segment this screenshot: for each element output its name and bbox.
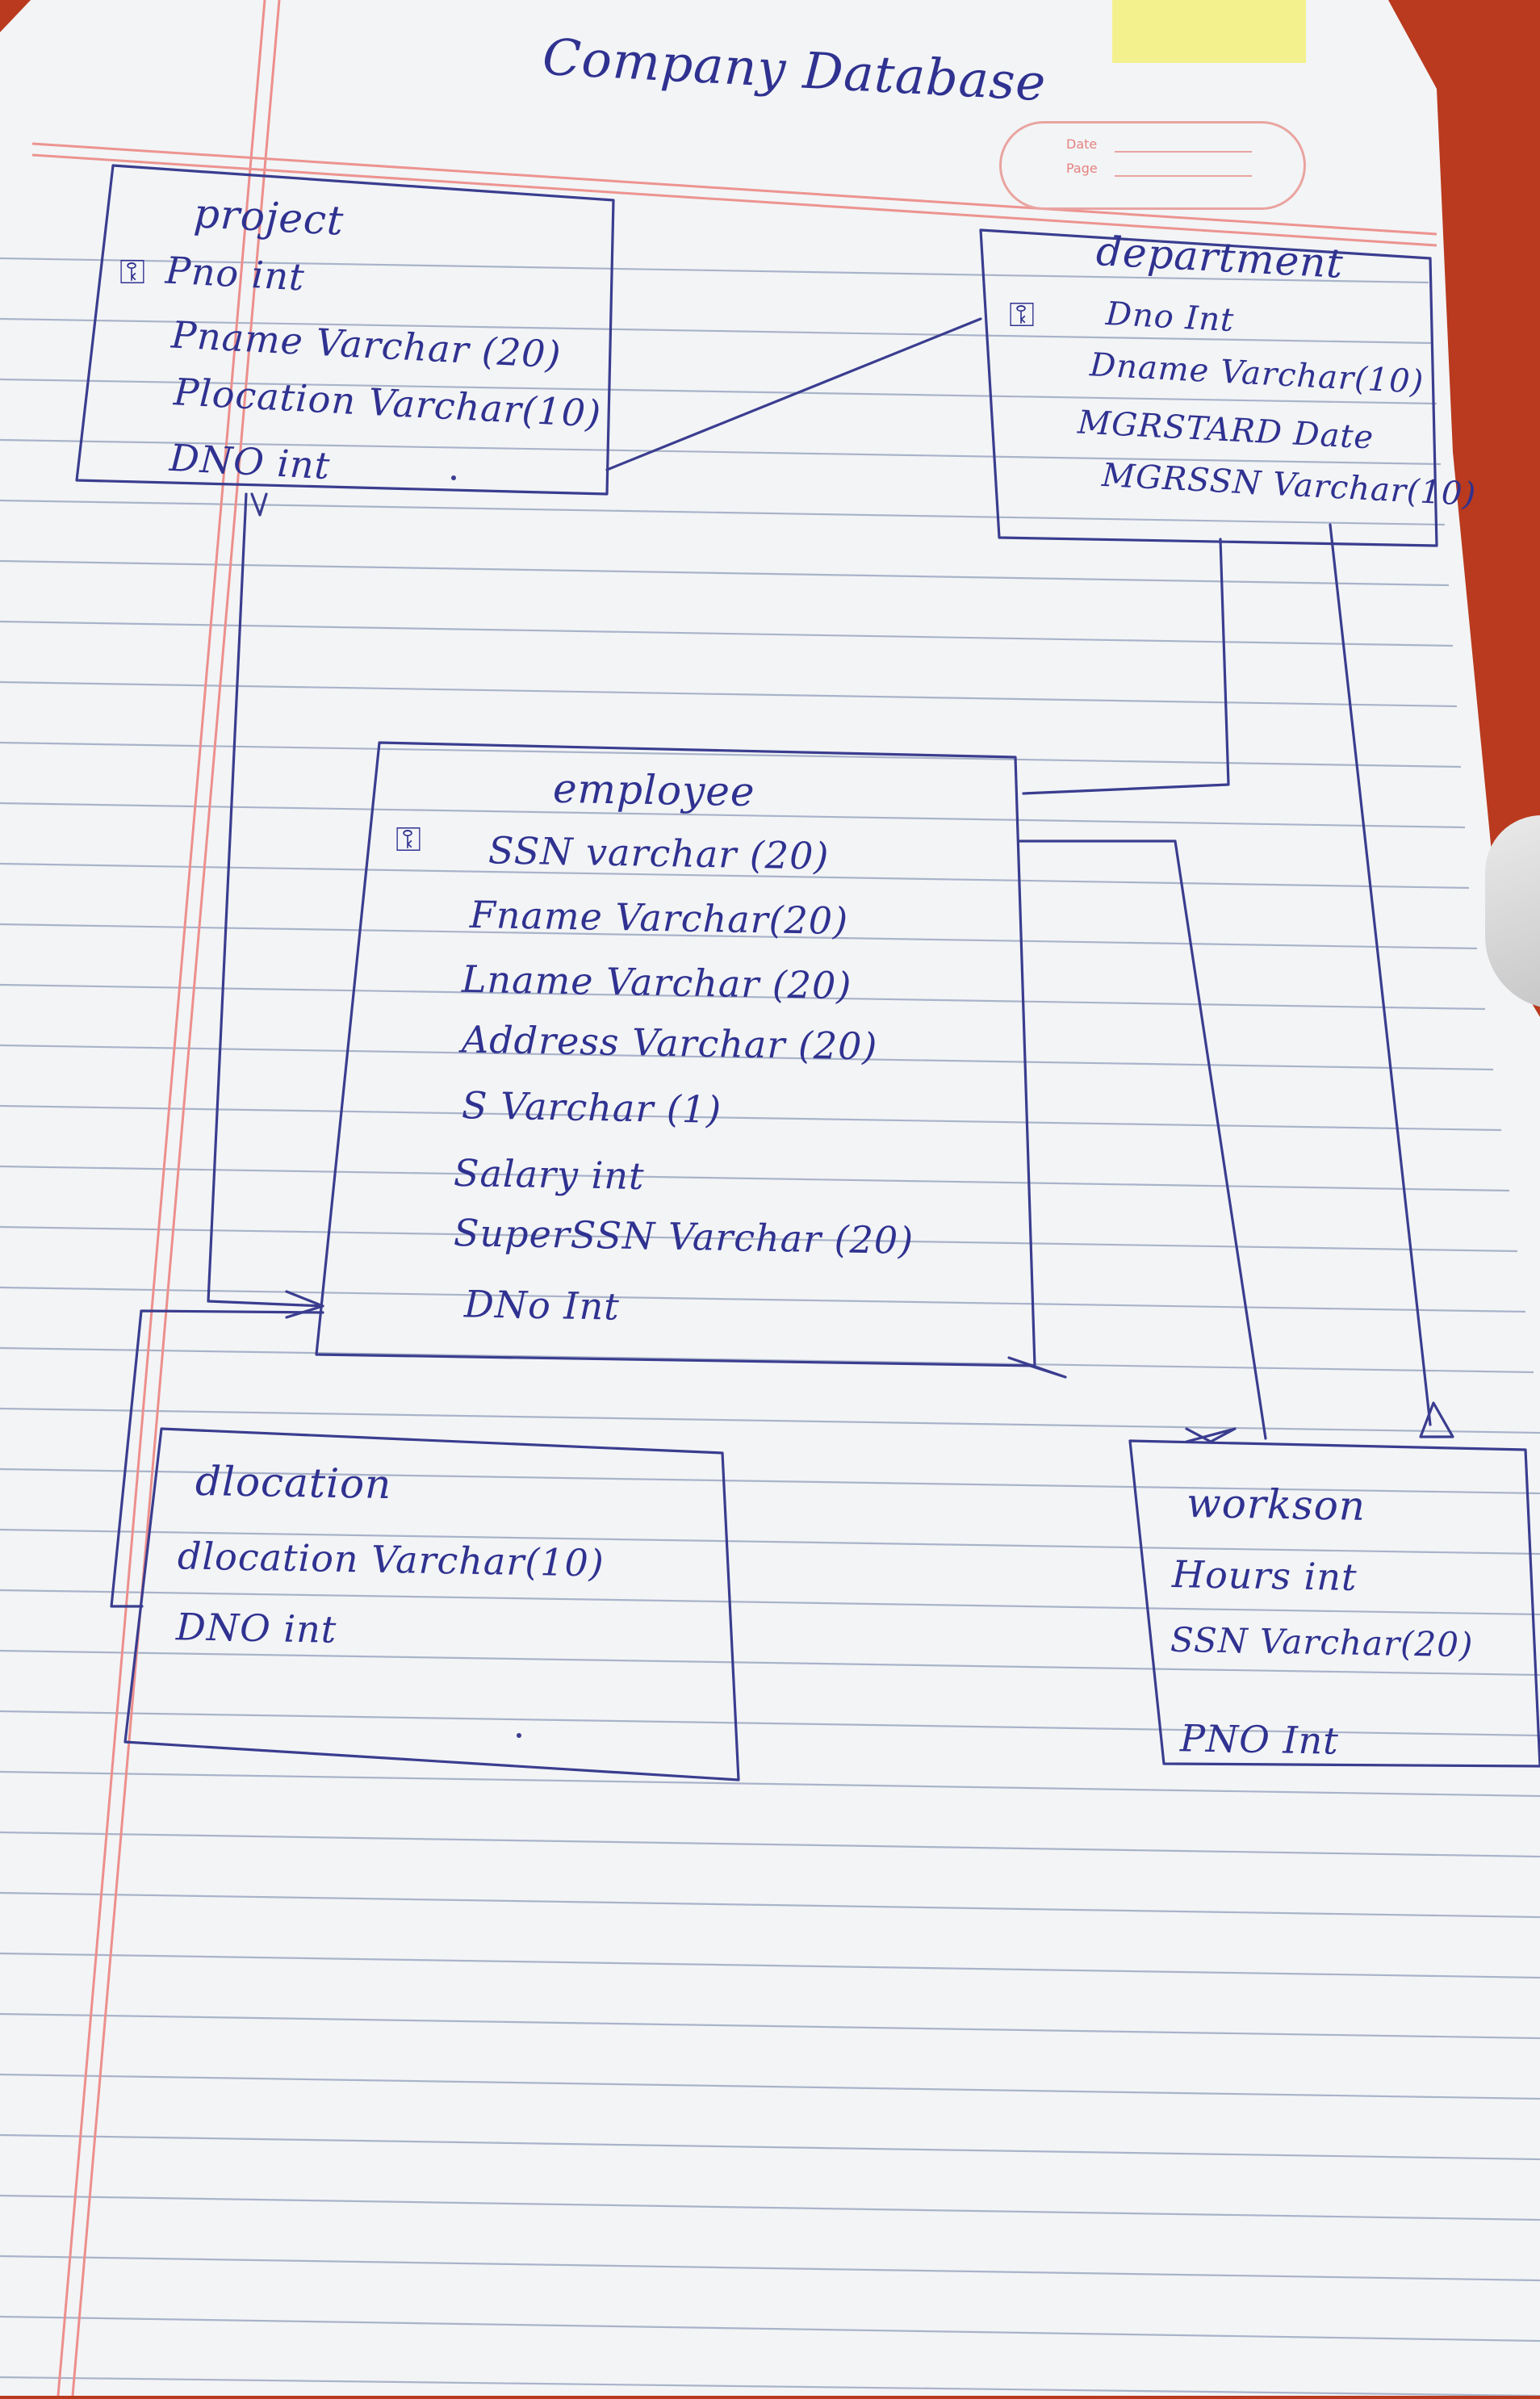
workson-table-box (1128, 1439, 1540, 1768)
relation-department-workson (1329, 523, 1432, 1426)
project-table-box (75, 164, 615, 496)
dlocation-table-name: dlocation (195, 1457, 392, 1509)
ruled-lines (0, 257, 1540, 2397)
department-field: Dno Int (1104, 295, 1236, 340)
stamp-line (1115, 175, 1252, 177)
workson-field: SSN Varchar(20) (1170, 1619, 1474, 1665)
relation-employee-workson (1017, 839, 1267, 1440)
dlocation-field: DNO int (175, 1605, 337, 1652)
workson-field: PNO Int (1179, 1716, 1340, 1763)
project-field: DNO int (168, 435, 332, 488)
stamp-line (1115, 151, 1252, 153)
employee-field: Lname Varchar (20) (461, 957, 852, 1008)
stamp-date-label: Date (1066, 136, 1098, 152)
er-diagram (75, 164, 1540, 1781)
employee-field: SSN varchar (20) (488, 828, 830, 878)
project-field: Pno int (164, 248, 307, 299)
project-table-name: project (192, 190, 345, 245)
date-page-stamp: Date Page (999, 121, 1306, 210)
department-table-box (979, 228, 1438, 547)
relation-department-employee (1022, 538, 1230, 795)
employee-field: Address Varchar (20) (461, 1017, 878, 1069)
employee-field: Salary int (453, 1150, 645, 1199)
primary-key-icon: ⚿ (119, 252, 145, 291)
stamp-page-label: Page (1066, 161, 1098, 176)
employee-table-name: employee (552, 764, 756, 816)
relation-project-department (605, 317, 982, 471)
employee-field: DNo Int (463, 1282, 621, 1329)
dlocation-field: dlocation Varchar(10) (177, 1534, 605, 1585)
margin-line (56, 0, 266, 2397)
employee-field: S Varchar (1) (461, 1083, 722, 1132)
relation-project-employee (207, 492, 324, 1308)
employee-field: SuperSSN Varchar (20) (453, 1211, 914, 1262)
workson-table-name: workson (1186, 1480, 1366, 1530)
employee-field: Fname Varchar(20) (469, 892, 849, 944)
header-line (31, 142, 1437, 236)
workson-field: Hours int (1171, 1552, 1358, 1599)
primary-key-icon: ⚿ (1009, 295, 1035, 334)
relation-employee-dlocation (110, 1309, 324, 1608)
sticky-note (1112, 0, 1306, 63)
dlocation-table-box (123, 1427, 740, 1781)
primary-key-icon: ⚿ (395, 819, 421, 859)
